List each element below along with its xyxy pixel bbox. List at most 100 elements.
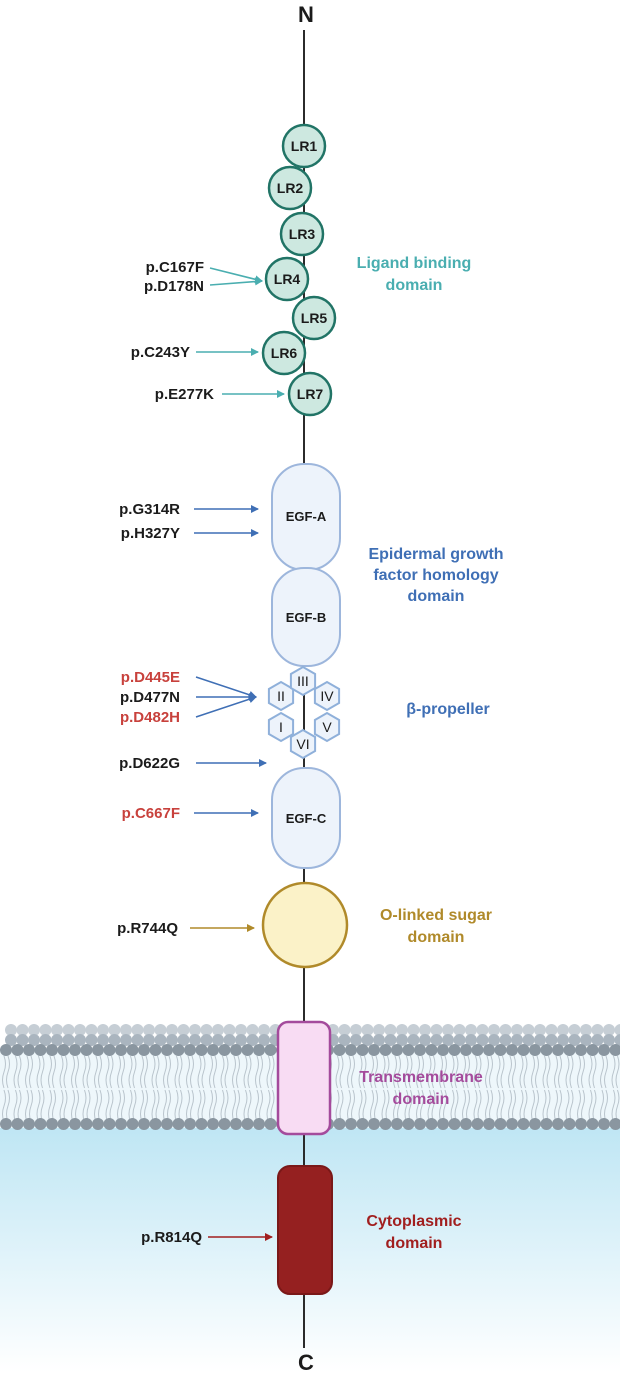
lipid-head-inner	[127, 1118, 139, 1130]
lipid-head-outer	[161, 1044, 173, 1056]
egf-label-line-3: domain	[408, 588, 465, 605]
propeller-blade-label-6: VI	[296, 736, 309, 752]
lipid-head-outer	[69, 1044, 81, 1056]
lipid-head-inner	[230, 1118, 242, 1130]
lipid-head-outer	[564, 1044, 576, 1056]
mutation-h327y: p.H327Y	[121, 525, 180, 542]
tm-label-line-1: Transmembrane	[359, 1069, 483, 1086]
lipid-head-outer	[23, 1044, 35, 1056]
ligand-repeat-label-6: LR6	[271, 345, 298, 361]
o-linked-sugar-module	[263, 883, 347, 967]
ligand-repeat-label-2: LR2	[277, 180, 304, 196]
propeller-label: β-propeller	[406, 701, 490, 718]
lipid-head-inner	[437, 1118, 449, 1130]
mutation-d178n: p.D178N	[144, 278, 204, 295]
lipid-head-outer	[541, 1044, 553, 1056]
egf-c-module: EGF-C	[272, 768, 340, 868]
lipid-head-inner	[403, 1118, 415, 1130]
lipid-head-outer	[506, 1044, 518, 1056]
lipid-head-inner	[184, 1118, 196, 1130]
egf-domain-label: Epidermal growth factor homology domain	[368, 546, 503, 605]
lipid-head-outer	[92, 1044, 104, 1056]
mutation-r814q: p.R814Q	[141, 1229, 202, 1246]
mutation-r744q: p.R744Q	[117, 920, 178, 937]
egf-a-label: EGF-A	[286, 509, 327, 524]
mutation-d477n: p.D477N	[120, 689, 180, 706]
lipid-head-outer	[449, 1044, 461, 1056]
ligand-repeat-label-4: LR4	[274, 271, 301, 287]
lipid-head-outer	[58, 1044, 70, 1056]
lipid-head-inner	[104, 1118, 116, 1130]
lipid-head-inner	[35, 1118, 47, 1130]
lipid-head-outer	[380, 1044, 392, 1056]
mutation-c243y: p.C243Y	[131, 344, 190, 361]
lipid-head-outer	[127, 1044, 139, 1056]
lipid-head-outer	[575, 1044, 587, 1056]
lipid-head-outer	[518, 1044, 530, 1056]
lipid-head-inner	[196, 1118, 208, 1130]
mutation-c167f: p.C167F	[146, 259, 204, 276]
lipid-head-inner	[564, 1118, 576, 1130]
lipid-head-inner	[541, 1118, 553, 1130]
lipid-head-inner	[334, 1118, 346, 1130]
ligand-repeat-label-7: LR7	[297, 386, 324, 402]
lipid-head-inner	[587, 1118, 599, 1130]
propeller-blade-label-2: II	[277, 688, 285, 704]
lipid-head-outer	[437, 1044, 449, 1056]
lipid-head-inner	[58, 1118, 70, 1130]
mutation-d482h: p.D482H	[120, 709, 180, 726]
lipid-head-outer	[81, 1044, 93, 1056]
arrow-d178n	[210, 281, 262, 285]
lipid-head-outer	[173, 1044, 185, 1056]
lipid-head-outer	[403, 1044, 415, 1056]
lipid-head-inner	[242, 1118, 254, 1130]
tm-label-line-2: domain	[393, 1091, 450, 1108]
lipid-head-outer	[104, 1044, 116, 1056]
lipid-head-inner	[426, 1118, 438, 1130]
lipid-head-inner	[472, 1118, 484, 1130]
ligand-domain-label: Ligand binding domain	[357, 255, 472, 294]
lipid-head-outer	[357, 1044, 369, 1056]
lipid-head-inner	[173, 1118, 185, 1130]
mutation-d445e: p.D445E	[121, 669, 180, 686]
egf-b-module: EGF-B	[272, 568, 340, 666]
lipid-head-inner	[506, 1118, 518, 1130]
lipid-head-outer	[0, 1044, 12, 1056]
lipid-head-inner	[92, 1118, 104, 1130]
ligand-repeat-label-3: LR3	[289, 226, 316, 242]
mutation-e277k: p.E277K	[155, 386, 214, 403]
lipid-head-inner	[518, 1118, 530, 1130]
lipid-head-inner	[115, 1118, 127, 1130]
lipid-head-outer	[230, 1044, 242, 1056]
egf-a-module: EGF-A	[272, 464, 340, 570]
lipid-head-inner	[483, 1118, 495, 1130]
cyto-label-line-2: domain	[386, 1235, 443, 1252]
sugar-domain-label: O-linked sugar domain	[380, 907, 492, 946]
lipid-head-inner	[23, 1118, 35, 1130]
lipid-head-inner	[81, 1118, 93, 1130]
lipid-head-outer	[391, 1044, 403, 1056]
ligand-repeat-label-5: LR5	[301, 310, 328, 326]
lipid-head-inner	[414, 1118, 426, 1130]
lipid-head-outer	[587, 1044, 599, 1056]
lipid-head-outer	[138, 1044, 150, 1056]
lipid-head-outer	[12, 1044, 24, 1056]
lipid-head-inner	[12, 1118, 24, 1130]
propeller-blade-label-5: V	[322, 719, 332, 735]
lipid-head-inner	[0, 1118, 12, 1130]
lipid-head-inner	[357, 1118, 369, 1130]
lipid-head-inner	[138, 1118, 150, 1130]
lipid-head-outer	[529, 1044, 541, 1056]
lipid-head-outer	[598, 1044, 610, 1056]
lipid-head-outer	[472, 1044, 484, 1056]
lipid-head-inner	[69, 1118, 81, 1130]
mutation-c667f: p.C667F	[122, 805, 180, 822]
ligand-repeat-label-1: LR1	[291, 138, 318, 154]
lipid-head-outer	[483, 1044, 495, 1056]
egf-b-label: EGF-B	[286, 610, 326, 625]
lipid-head-inner	[495, 1118, 507, 1130]
lipid-head-inner	[265, 1118, 277, 1130]
arrow-c167f	[210, 268, 262, 281]
